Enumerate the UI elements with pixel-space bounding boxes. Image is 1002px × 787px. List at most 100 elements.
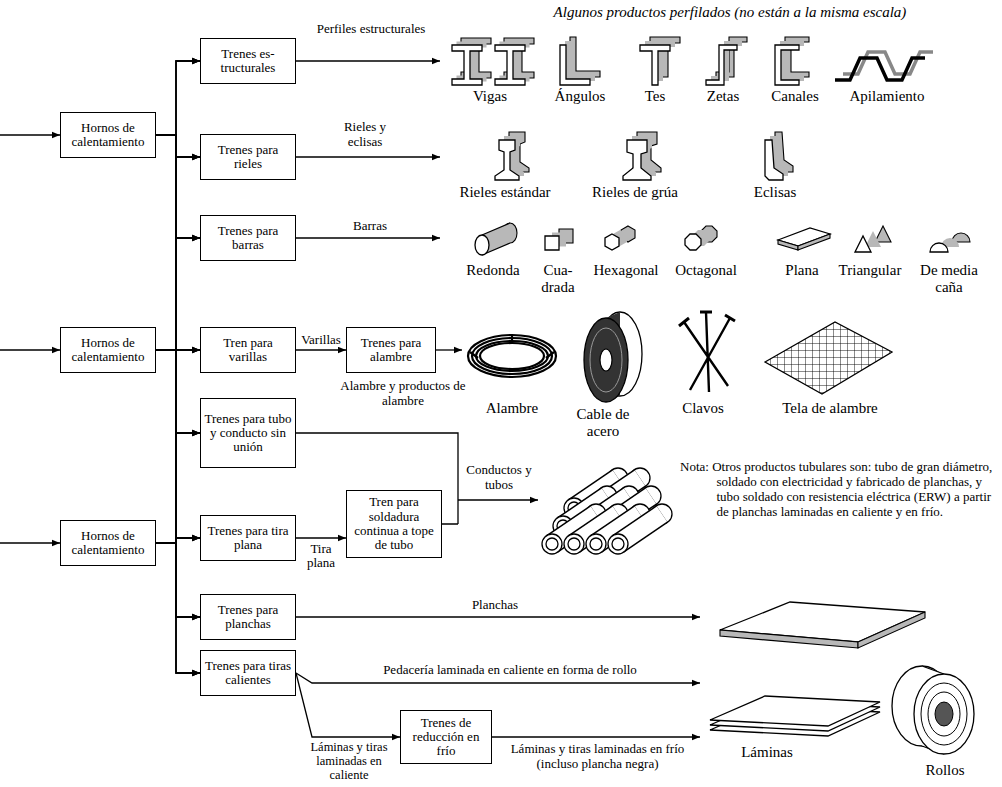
splice-bar-icon [765, 140, 783, 180]
spool-icon [584, 312, 642, 402]
tri-bar-icon [855, 236, 871, 252]
product-name: Cable de acero [570, 406, 636, 440]
roll-icon [892, 666, 974, 754]
product-name: De media caña [910, 262, 988, 296]
angle-icon [560, 45, 590, 85]
flow-connector [156, 350, 200, 673]
half-round-icon [930, 243, 948, 252]
plate-edge [858, 612, 925, 648]
coil-turn [472, 338, 552, 374]
flow-connector [296, 673, 400, 737]
output-arrow [296, 237, 440, 238]
mill-box: Trenes para barras [200, 215, 296, 261]
roll-ring [928, 692, 960, 736]
mill-box: Trenes para alambre [346, 327, 436, 373]
angle-icon [570, 37, 600, 77]
plate-icon [720, 602, 925, 648]
output-arrow [296, 60, 440, 61]
box-text: Trenes de reducción en frío [404, 716, 488, 759]
square-bar-icon [545, 236, 559, 250]
coil-turn [480, 343, 544, 369]
wire-mesh-icon [765, 322, 892, 394]
product-name: Canales [760, 88, 830, 105]
product-name: Tes [630, 88, 680, 105]
box-text: Trenes para rieles [204, 143, 292, 172]
box-text: Hornos de calentamiento [64, 336, 152, 365]
flow-connector [156, 538, 200, 543]
nail-head [679, 312, 735, 326]
flow-connector [156, 238, 200, 543]
output-arrow [296, 616, 700, 617]
structural-shapes [452, 37, 933, 85]
flat-bar-icon [778, 228, 830, 250]
angle-icon [565, 41, 595, 81]
zee-icon [706, 45, 737, 85]
coil-turn [476, 341, 548, 371]
product-name: Octagonal [668, 262, 744, 279]
product-name: Eclisas [735, 184, 815, 201]
flow-connector [296, 349, 346, 350]
flow-connector [156, 135, 200, 433]
tee-icon [640, 45, 670, 85]
output-arrow [458, 499, 538, 500]
beam-icon [452, 45, 482, 85]
input-arrow [0, 349, 60, 350]
flow-connector [156, 350, 200, 538]
flow-connector [296, 537, 346, 538]
output-arrow [492, 736, 700, 737]
product-name: Rieles estándar [450, 184, 560, 201]
input-arrows [0, 135, 60, 543]
flow-connector [156, 543, 200, 617]
flow-connector [156, 135, 200, 157]
figure-heading: Algunos productos perfilados (no están a… [462, 4, 998, 21]
flow-connector [156, 157, 200, 350]
spool-ring [590, 328, 622, 392]
output-arrows [296, 61, 700, 737]
flat-bar-edge [798, 234, 830, 250]
product-name: Cua- drada [538, 262, 578, 296]
note-text: Nota: Otros productos tubulares son: tub… [680, 460, 998, 520]
product-name: Rollos [905, 762, 985, 779]
product-name: Triangular [830, 262, 910, 279]
sheets-icon [710, 696, 880, 736]
product-name: Clavos [668, 400, 738, 417]
box-text: Hornos de calentamiento [64, 121, 152, 150]
flat-bar-edge [778, 240, 798, 250]
channel-icon [775, 45, 799, 85]
flow-connector [156, 433, 200, 543]
rail-icon [495, 140, 519, 180]
beam-icon [495, 45, 525, 85]
input-arrow [0, 542, 60, 543]
box-text: Hornos de calentamiento [64, 529, 152, 558]
roll-ring [921, 683, 967, 745]
box-text: Trenes para tiras calientes [204, 659, 292, 688]
nail-shank [684, 312, 730, 392]
flow-connector [156, 135, 200, 350]
edge-label: Láminas y tiras laminadas en caliente [300, 741, 398, 782]
flow-label: Alambre y productos de alambre [338, 379, 468, 408]
box-text: Trenes para alambre [350, 336, 432, 365]
flow-label: Perfiles estructurales [312, 22, 430, 37]
flow-label: Conductos y tubos [462, 463, 536, 492]
plate-edge [720, 630, 858, 648]
product-name: Redonda [458, 262, 528, 279]
piling-icon [835, 58, 925, 80]
flow-connector [156, 543, 200, 673]
output-arrow [296, 156, 440, 157]
hex-bar-icon [605, 234, 619, 250]
sheet [710, 696, 880, 726]
product-name: Zetas [693, 88, 753, 105]
coil-tie [470, 335, 554, 358]
mill-box: Tren para soldadura continua a tope de t… [346, 490, 442, 558]
product-name: Tela de alambre [765, 400, 895, 417]
flow-connector [156, 157, 200, 543]
mill-box: Trenes para tira plana [200, 515, 296, 561]
flow-connector [156, 135, 200, 617]
nails-icon [679, 312, 735, 392]
flow-connector [156, 135, 200, 238]
spool-flange [584, 318, 628, 402]
mill-box: Trenes es- tructurales [200, 38, 296, 84]
wire-products [468, 312, 892, 402]
product-name: Hexagonal [588, 262, 664, 279]
product-name: Alambre [472, 400, 552, 417]
